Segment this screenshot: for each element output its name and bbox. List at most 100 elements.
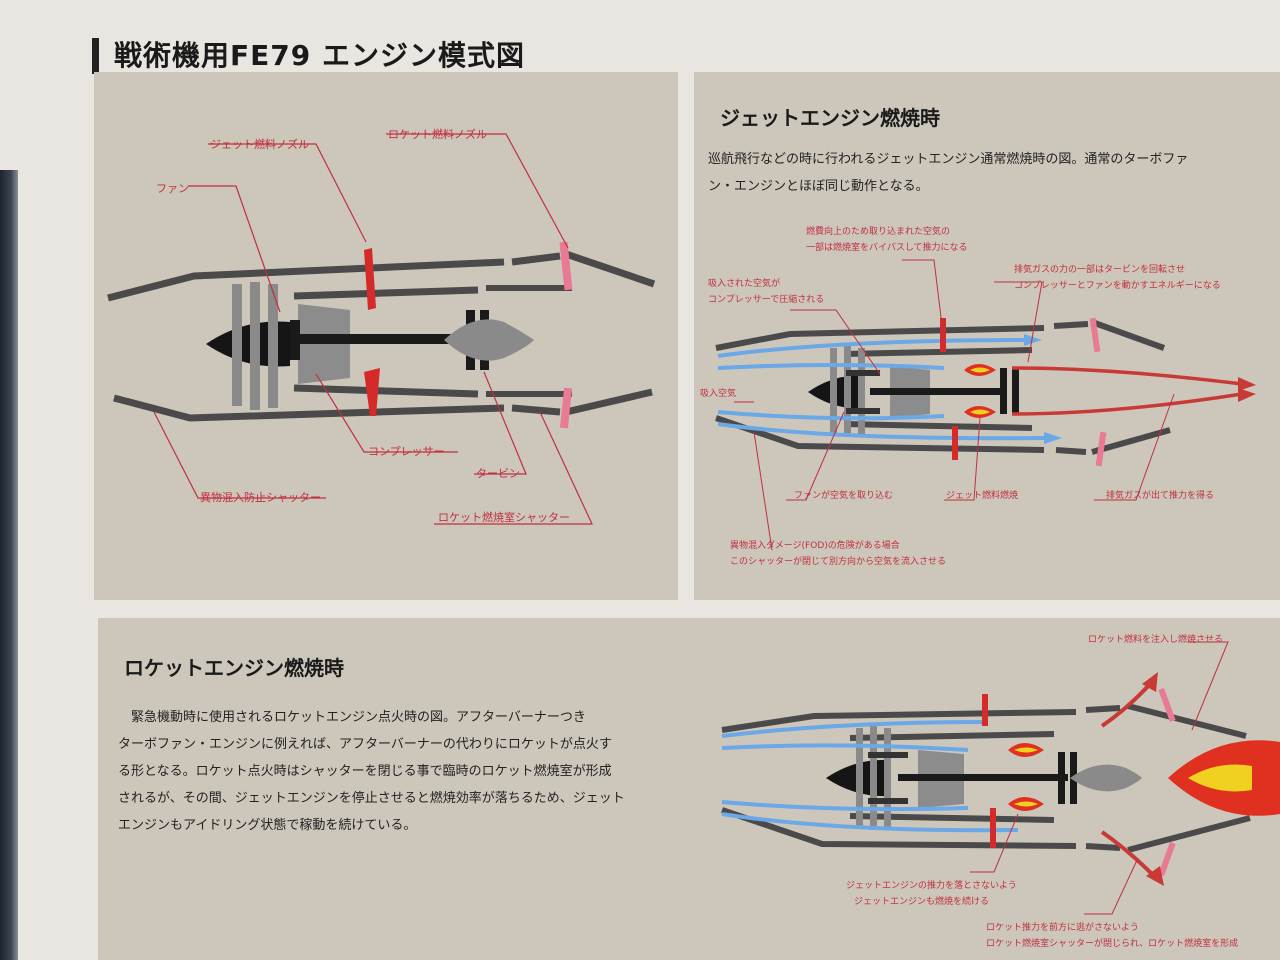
jet-fan-blade-3: [858, 348, 865, 434]
jet-shaft: [870, 388, 1006, 395]
leader-fan-intake: [786, 411, 845, 501]
rocket-exhaust-arrow-up: [1100, 682, 1152, 728]
rocket-outer-casing-top: [721, 709, 1077, 733]
leader-inject: [1188, 641, 1229, 731]
air-flow-bypass-top: [717, 338, 1025, 358]
jet-ann-compressed-1: 吸入された空気が: [708, 277, 780, 289]
label-rocket-chamber-shutter: ロケット燃焼室シャッター: [438, 510, 570, 524]
jet-ann-bypass-1: 燃費向上のため取り込まれた空気の: [806, 225, 950, 237]
leader-rocket-chamber-shutter: [434, 411, 593, 525]
rocket-fuel-nozzle-bottom: [559, 387, 573, 429]
rocket-ann-inject: ロケット燃料を注入し燃焼させる: [1088, 633, 1223, 645]
rocket-jet-nozzle-top: [982, 694, 988, 726]
rocket-jet-flame-top-core: [1014, 747, 1038, 753]
rocket-ann-keep-2: ジェットエンジンも燃焼を続ける: [854, 895, 989, 907]
jet-mode-panel: ジェットエンジン燃焼時 巡航飛行などの時に行われるジェットエンジン通常燃焼時の図…: [694, 72, 1280, 600]
rocket-ann-keep-1: ジェットエンジンの推力を落とさないよう: [846, 879, 1017, 891]
outer-casing-bottom-rear: [511, 404, 561, 416]
rocket-shaft: [898, 774, 1068, 781]
rocket-mode-description: 緊急機動時に使用されるロケットエンジン点火時の図。アフターバーナーつき ターボフ…: [118, 704, 678, 839]
leader-fod-shutter: [153, 411, 326, 499]
rocket-fuel-nozzle-top: [559, 241, 573, 291]
jet-stator-1: [846, 370, 880, 376]
jet-ann-exhaust-energy-2: コンプレッサーとファンを動かすエネルギーになる: [1014, 280, 1221, 291]
jet-fan-blade-2: [844, 346, 851, 436]
jet-inner-casing-bottom: [843, 421, 1033, 431]
jet-mode-desc-line-2: ン・エンジンとほぼ同じ動作となる。: [708, 179, 929, 194]
leader-turbine: [474, 371, 527, 475]
leader-jet-fuel: [944, 417, 981, 501]
air-flow-core-bottom: [717, 410, 945, 421]
rocket-stator-1: [868, 752, 908, 758]
main-shaft: [290, 334, 470, 344]
label-fan: ファン: [156, 182, 189, 195]
jet-turbine-2: [1012, 368, 1019, 414]
rocket-desc-line-1: 緊急機動時に使用されるロケットエンジン点火時の図。アフターバーナーつき: [118, 710, 586, 725]
jet-fuel-nozzle-top: [364, 248, 376, 310]
rocket-air-core-bottom: [721, 800, 969, 812]
exhaust-arrow-bottom: [1238, 388, 1256, 402]
leader-exhaust-thrust: [1094, 393, 1175, 501]
rocket-air-bypass-bottom: [721, 812, 1019, 833]
rocket-outer-casing-bottom-nozzle: [1127, 815, 1251, 853]
rocket-nozzle-bottom: [1095, 431, 1107, 467]
jet-mode-diagram: 燃費向上のため取り込まれた空気の 一部は燃焼室をバイパスして推力になる 吸入され…: [700, 225, 1256, 567]
leader-keep: [970, 813, 1019, 873]
inner-casing-top: [293, 286, 479, 300]
rocket-desc-line-5: エンジンもアイドリング状態で稼動を続けている。: [118, 818, 417, 833]
jet-flame-bottom-core: [970, 409, 990, 415]
page-title: 戦術機用FE79 エンジン模式図: [114, 39, 525, 72]
rocket-main-flame-core: [1188, 764, 1252, 792]
rocket-outer-casing-bottom-rear: [1085, 843, 1121, 851]
air-flow-bypass-bottom: [717, 422, 1045, 441]
label-rocket-nozzle: ロケット燃料ノズル: [388, 127, 487, 141]
leader-compressed: [790, 309, 881, 375]
rocket-mode-title: ロケットエンジン燃焼時: [124, 656, 344, 680]
leader-exhaust-energy: [994, 281, 1043, 363]
jet-ann-fod-2: このシャッターが閉じて別方向から空気を流入させる: [730, 555, 946, 567]
rocket-tail-cone: [1070, 764, 1142, 792]
jet-ann-intake: 吸入空気: [700, 387, 736, 399]
rocket-shutter-top: [1158, 687, 1176, 723]
book-spine-edge: [0, 170, 18, 960]
air-arrow-top: [1024, 334, 1042, 346]
rocket-mode-diagram: ロケット燃料を注入し燃焼させる ジェットエンジンの推力を落とさないよう ジェット…: [721, 633, 1280, 949]
rocket-fan-blade-2: [870, 726, 877, 830]
exhaust-arrow-top: [1238, 377, 1256, 391]
rocket-ann-shutter-1: ロケット推力を前方に逃がさないよう: [986, 921, 1139, 933]
jet-ann-bypass-2: 一部は燃焼室をバイパスして推力になる: [806, 241, 968, 253]
jet-outer-casing-top-nozzle: [1090, 319, 1166, 351]
rocket-arrowhead-down: [1146, 866, 1164, 886]
rocket-inner-casing-bottom: [849, 813, 1055, 823]
shaft-front-hub: [290, 320, 300, 360]
jet-fuel-nozzle-bottom: [364, 368, 380, 416]
jet-ann-fan-intake: ファンが空気を取り込む: [794, 489, 893, 501]
leader-bypass: [902, 259, 945, 343]
jet-fan-blade-1: [830, 348, 837, 434]
label-fod-shutter: 異物混入防止シャッター: [200, 490, 321, 504]
jet-ann-fod-1: 異物混入ダメージ(FOD)の危険がある場合: [730, 539, 900, 551]
inner-casing-bottom: [293, 384, 479, 398]
rocket-fan-blade-3: [884, 728, 891, 828]
leader-compressor: [315, 373, 458, 453]
rocket-outer-casing-top-nozzle: [1127, 703, 1247, 739]
rocket-shutter-bottom: [1158, 841, 1176, 877]
jet-mode-description: 巡航飛行などの時に行われるジェットエンジン通常燃焼時の図。通常のターボファ ン・…: [708, 146, 1188, 200]
air-flow-core-top: [717, 363, 945, 370]
jet-fuel-nozzle-bottom: [952, 426, 958, 460]
label-compressor: コンプレッサー: [368, 445, 445, 458]
jet-stator-2: [846, 408, 880, 414]
rocket-fan-blade-1: [856, 728, 863, 828]
rocket-nozzle-top: [1089, 317, 1101, 353]
jet-outer-casing-top-rear: [1053, 321, 1089, 329]
rocket-ann-shutter-2: ロケット燃焼室シャッターが閉じられ、ロケット燃焼室を形成: [986, 937, 1238, 949]
air-arrow-bottom: [1044, 432, 1062, 444]
fan-blade-1: [232, 284, 242, 406]
rocket-desc-line-4: されるが、その間、ジェットエンジンを停止させると燃焼効率が落ちるため、ジェット: [118, 791, 625, 806]
rocket-inner-casing-top: [849, 731, 1055, 741]
rocket-air-bypass-top: [721, 720, 989, 738]
leader-fod: [753, 431, 773, 551]
rocket-arrowhead-up: [1142, 672, 1158, 692]
jet-ann-compressed-2: コンプレッサーで圧縮される: [708, 293, 824, 305]
label-turbine: タービン: [476, 467, 520, 480]
